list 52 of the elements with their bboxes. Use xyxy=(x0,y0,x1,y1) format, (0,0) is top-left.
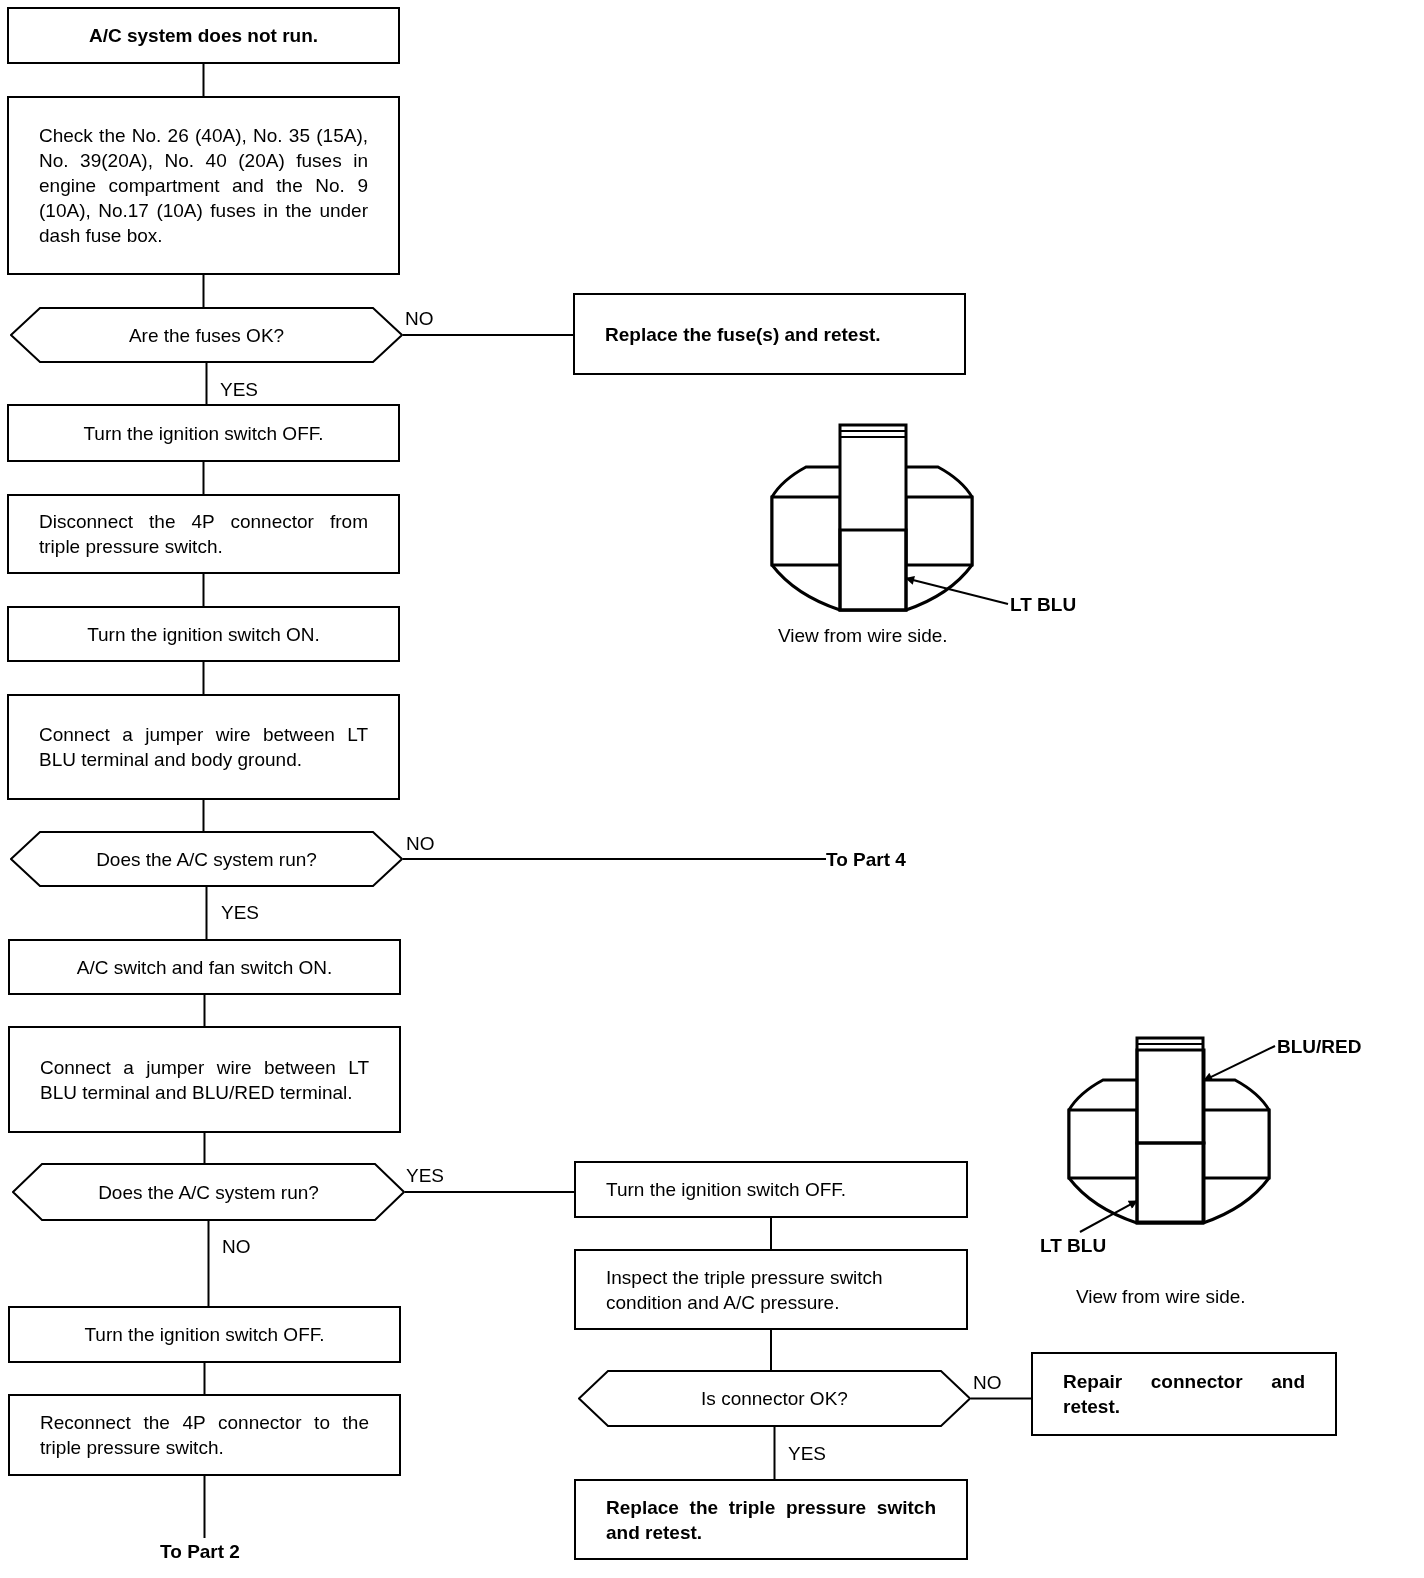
connector-line xyxy=(203,1132,206,1164)
process-box: Connect a jumper wire between LT BLU terminal and body ground. xyxy=(7,694,400,800)
process-box: Turn the ignition switch OFF. xyxy=(8,1306,401,1363)
connector-line xyxy=(770,1217,772,1250)
connector-line xyxy=(202,274,205,308)
leader-line xyxy=(1203,1045,1276,1082)
terminal-cell xyxy=(1135,1141,1206,1224)
connector-line xyxy=(205,886,208,940)
connector-line xyxy=(202,63,205,97)
process-box: Check the No. 26 (40A), No. 35 (15A), No. 39(20A), No. 40 (20A) fuses in engine compartment and the No. 9 (10A), No.17 (10A) fuses in the under dash fuse box. xyxy=(7,96,400,275)
process-box: Turn the ignition switch OFF. xyxy=(7,404,400,462)
process-box: Reconnect the 4P connector to the triple pressure switch. xyxy=(8,1394,401,1476)
decision-hexagon: Does the A/C system run? xyxy=(12,1163,405,1221)
wire-color-label: LT BLU xyxy=(1010,591,1100,617)
process-box: Turn the ignition switch ON. xyxy=(7,606,400,662)
process-box: Connect a jumper wire between LT BLU terminal and BLU/RED terminal. xyxy=(8,1026,401,1133)
decision-hexagon: Is connector OK? xyxy=(578,1370,971,1427)
connector-line xyxy=(402,858,827,860)
connector-line xyxy=(770,1329,772,1371)
caption-text: View from wire side. xyxy=(778,624,948,648)
decision-hexagon: Does the A/C system run? xyxy=(10,831,403,887)
connector-line xyxy=(404,1191,575,1193)
reference-text: To Part 2 xyxy=(150,1538,250,1564)
connector-line xyxy=(203,1475,206,1539)
connector-line xyxy=(202,799,205,832)
connector-line xyxy=(203,994,206,1027)
process-box: Turn the ignition switch OFF. xyxy=(574,1161,968,1218)
process-box: A/C switch and fan switch ON. xyxy=(8,939,401,995)
decision-hexagon: Are the fuses OK? xyxy=(10,307,403,363)
wire-color-label: LT BLU xyxy=(1040,1232,1125,1258)
process-box: A/C system does not run. xyxy=(7,7,400,64)
process-box: Replace the triple pressure switch and retest. xyxy=(574,1479,968,1560)
connector-line xyxy=(207,1220,210,1307)
process-box: Repair connector and retest. xyxy=(1031,1352,1337,1436)
connector-line xyxy=(773,1426,776,1480)
connector-line xyxy=(205,362,208,405)
connector-line xyxy=(402,334,574,336)
caption-text: View from wire side. xyxy=(1076,1285,1246,1309)
process-box: Inspect the triple pressure switch condition and A/C pressure. xyxy=(574,1249,968,1330)
terminal-cell xyxy=(1135,1048,1206,1145)
connector-line xyxy=(970,1397,1032,1400)
connector-line xyxy=(202,573,205,607)
wire-color-label: BLU/RED xyxy=(1277,1033,1392,1059)
reference-text: To Part 4 xyxy=(826,846,926,872)
leader-line xyxy=(1078,1199,1138,1233)
connector-line xyxy=(202,461,205,495)
connector-line xyxy=(203,1362,206,1395)
process-box: Replace the fuse(s) and retest. xyxy=(573,293,966,375)
leader-line xyxy=(905,575,1009,605)
terminal-cell xyxy=(838,528,908,612)
connector-line xyxy=(202,661,205,695)
process-box: Disconnect the 4P connector from triple pressure switch. xyxy=(7,494,400,574)
